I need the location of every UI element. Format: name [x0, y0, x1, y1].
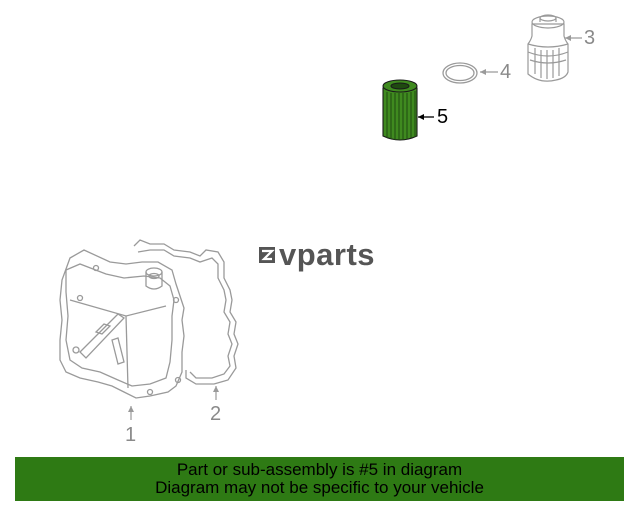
callout-2: 2 [210, 403, 222, 425]
evparts-logo: vparts [258, 238, 375, 272]
leader-arrow-4 [480, 69, 486, 75]
filter-element [382, 79, 418, 141]
filter-housing-cap [527, 14, 569, 82]
pan-gasket [133, 239, 239, 385]
callout-1: 1 [125, 424, 137, 446]
ev-logo-icon [259, 247, 275, 263]
oil-pan [59, 249, 185, 399]
info-banner: Part or sub-assembly is #5 in diagram Di… [15, 457, 624, 501]
callout-5: 5 [437, 106, 449, 128]
callout-3: 3 [584, 27, 596, 49]
banner-line-1: Part or sub-assembly is #5 in diagram [176, 460, 463, 479]
leader-arrow-5 [418, 114, 424, 120]
callout-4: 4 [500, 61, 512, 83]
logo-text: vparts [279, 237, 376, 272]
leader-arrow-3 [565, 35, 571, 41]
leader-arrow-1 [128, 406, 134, 412]
banner-line-2: Diagram may not be specific to your vehi… [155, 478, 484, 497]
leader-arrow-2 [213, 386, 219, 392]
o-ring [442, 62, 478, 84]
